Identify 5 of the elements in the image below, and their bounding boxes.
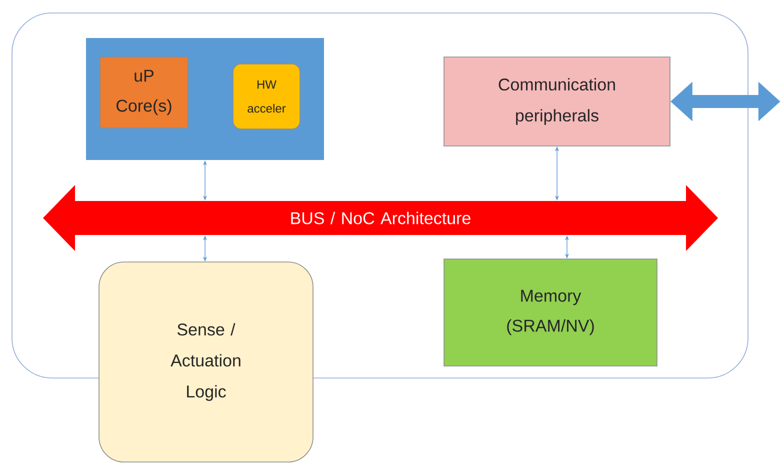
peripherals-box: Communication peripherals: [444, 56, 670, 146]
accelerator-box: HW acceler: [232, 64, 300, 130]
memory-box: Memory (SRAM/NV): [444, 258, 658, 366]
logic-box: Sense / Actuation Logic: [98, 262, 314, 462]
core-box: uP Core(s): [100, 56, 188, 128]
